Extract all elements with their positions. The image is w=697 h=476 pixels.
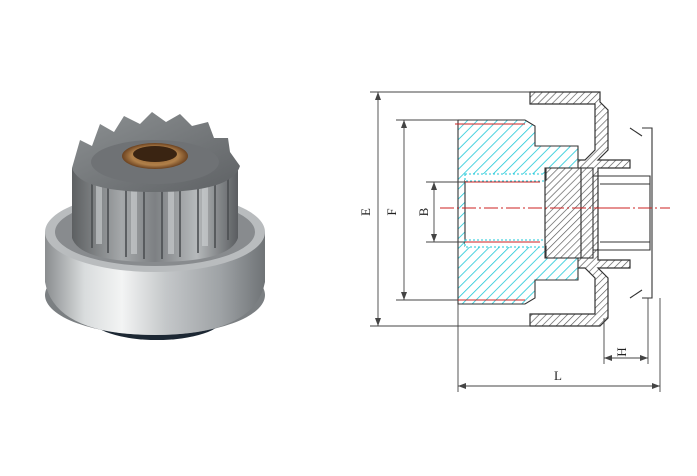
starter-drive-photo <box>45 112 265 340</box>
dim-label-h: H <box>614 347 629 356</box>
section-drawing: E F B H L <box>358 91 670 392</box>
dimension-lines <box>370 91 661 392</box>
dim-label-b: B <box>416 207 431 216</box>
dim-label-e: E <box>358 208 373 216</box>
pinion-gear <box>72 112 240 262</box>
dim-label-l: L <box>554 368 562 383</box>
dimension-arrows <box>375 92 660 389</box>
hub-section <box>544 127 653 299</box>
dim-label-f: F <box>384 208 399 215</box>
